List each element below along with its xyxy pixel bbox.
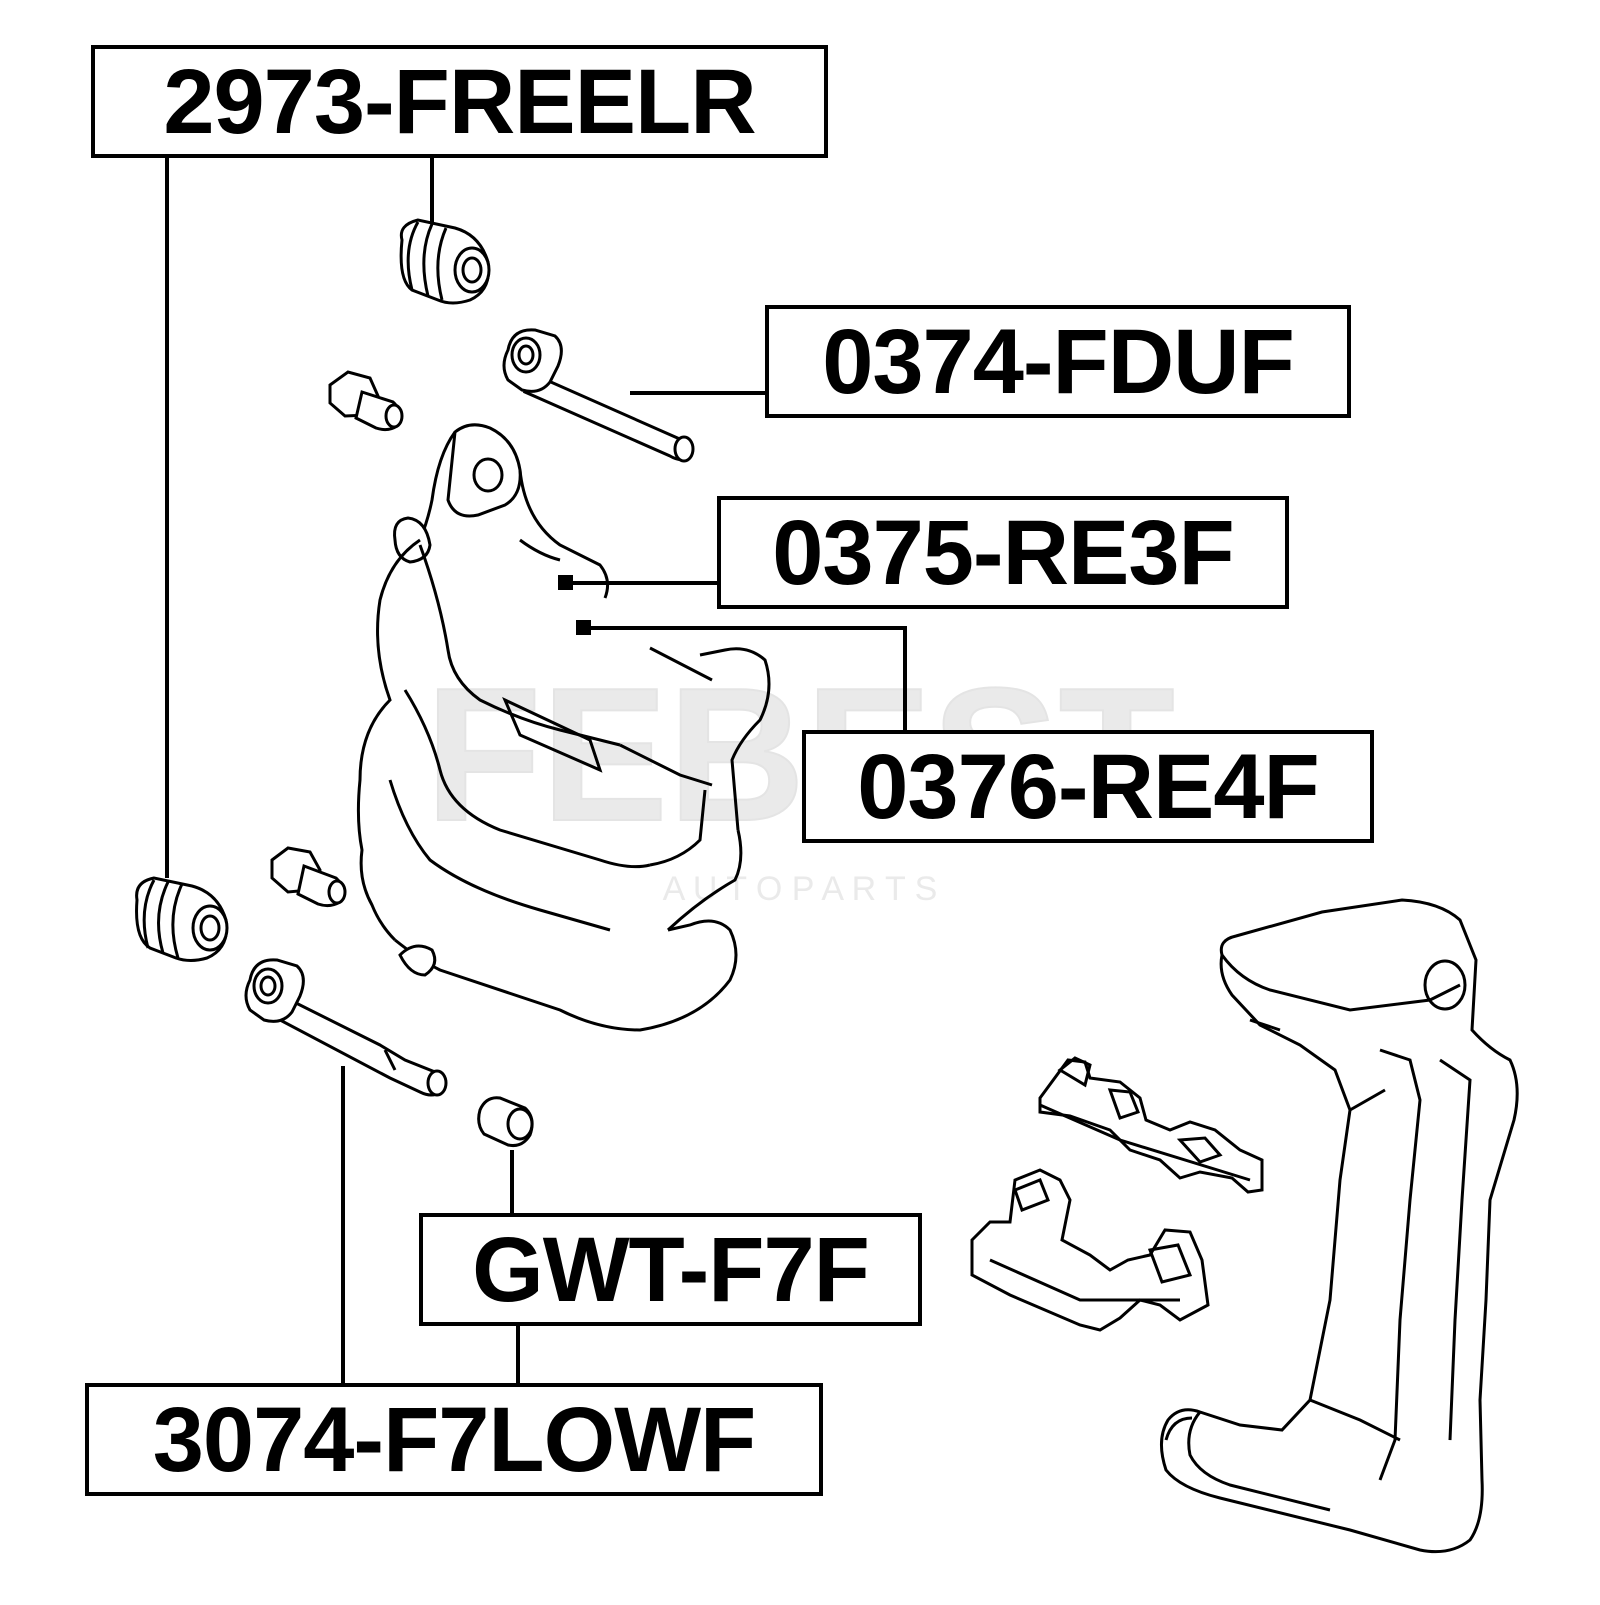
part-label-0374-fduf[interactable]: 0374-FDUF (765, 305, 1351, 418)
sleeve-part (477, 1096, 534, 1147)
part-label-0375-re3f[interactable]: 0375-RE3F (717, 496, 1289, 609)
part-label-gwt-f7f[interactable]: GWT-F7F (419, 1213, 922, 1326)
leader-dot-0375 (558, 575, 573, 590)
bolt-upper-part (328, 370, 404, 432)
watermark-tagline: A U T O P A R T S (663, 870, 938, 908)
caliper-bracket-part (1160, 898, 1519, 1554)
part-label-3074-f7lowf[interactable]: 3074-F7LOWF (85, 1383, 823, 1496)
part-label-2973-freelr[interactable]: 2973-FREELR (91, 45, 828, 158)
leader-dot-0376 (576, 620, 591, 635)
bolt-lower-part (270, 846, 347, 908)
leader-lines (165, 158, 907, 1383)
caliper-housing-part (356, 423, 771, 1032)
part-label-0376-re4f[interactable]: 0376-RE4F (802, 730, 1374, 843)
bushing-lower-part (135, 876, 229, 962)
guide-pin-lower-part (244, 958, 448, 1097)
leader-0376 (583, 626, 907, 730)
pad-clip-upper-part (1038, 1056, 1264, 1194)
pad-clip-lower-part (970, 1168, 1210, 1332)
guide-pin-upper-part (502, 328, 695, 463)
bushing-upper-part (399, 218, 491, 305)
